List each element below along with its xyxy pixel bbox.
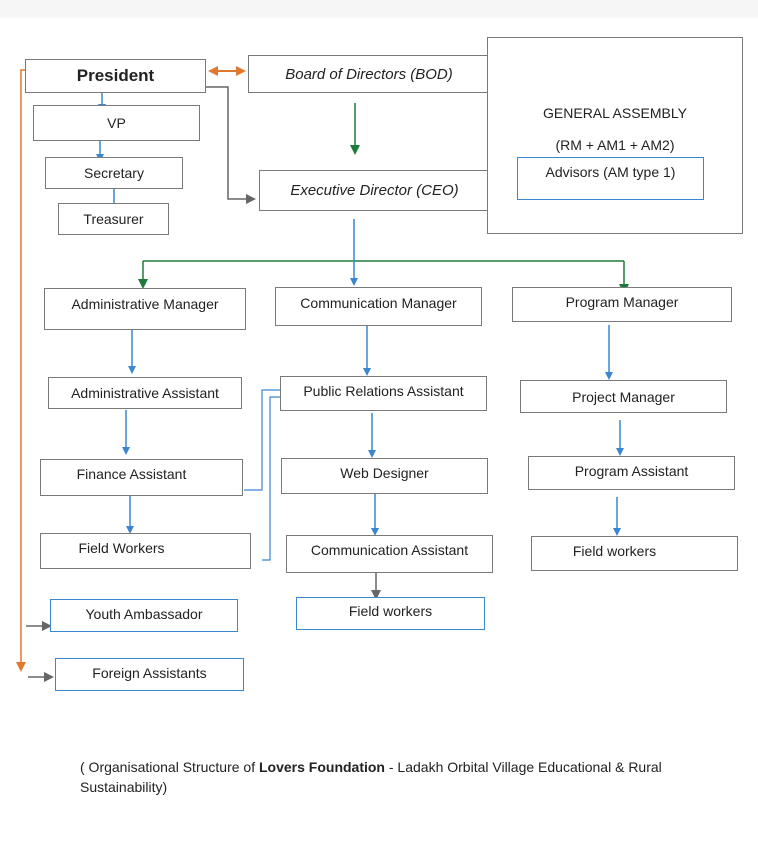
foreign-assistants-box: Foreign Assistants [55,658,244,691]
secretary-label: Secretary [84,165,144,181]
finance-assistant-box: Finance Assistant [40,459,243,496]
general-assembly-box: GENERAL ASSEMBLY (RM + AM1 + AM2) [487,37,743,234]
project-manager-box: Project Manager [520,380,727,413]
field-workers-comm-box: Field workers [296,597,485,630]
finance-assistant-label: Finance Assistant [76,466,187,482]
field-workers-admin-label: Field Workers [78,540,165,556]
project-manager-label: Project Manager [572,388,675,405]
comm-assistant-label: Communication Assistant [310,542,469,558]
program-manager-box: Program Manager [512,287,732,322]
program-manager-label: Program Manager [565,294,679,310]
president-label: President [76,66,155,85]
comm-manager-box: Communication Manager [275,287,482,326]
chart-caption: ( Organisational Structure of Lovers Fou… [80,757,680,797]
program-assistant-label: Program Assistant [574,463,689,479]
admin-assistant-box: Administrative Assistant [48,377,242,409]
field-workers-comm-label: Field workers [348,603,433,619]
admin-manager-label: Administrative Manager [71,296,219,312]
field-workers-admin-box: Field Workers [40,533,251,569]
secretary-box: Secretary [45,157,183,189]
president-side-line [16,69,26,672]
ceo-box: Executive Director (CEO) [259,170,490,211]
general-assembly-members: (RM + AM1 + AM2) [555,137,675,153]
president-ceo-line [206,86,256,204]
advisors-label: Advisors (AM type 1) [545,164,676,180]
comm-manager-label: Communication Manager [300,295,457,311]
pr-assistant-label: Public Relations Assistant [303,383,464,399]
top-band [0,0,758,18]
program-assistant-box: Program Assistant [528,456,735,490]
president-box: President [25,59,206,93]
admin-manager-box: Administrative Manager [44,288,246,330]
treasurer-box: Treasurer [58,203,169,235]
caption-org-name: Lovers Foundation [258,759,385,775]
vp-label: VP [107,115,126,131]
web-designer-box: Web Designer [281,458,488,494]
web-designer-label: Web Designer [340,465,429,481]
foreign-assistants-label: Foreign Assistants [92,665,207,681]
pr-bracket-fieldworkers [262,396,280,561]
field-workers-program-label: Field workers [572,543,657,559]
pr-bracket-finance [244,389,280,491]
treasurer-label: Treasurer [83,211,144,227]
advisors-box: Advisors (AM type 1) [517,157,704,200]
youth-ambassador-label: Youth Ambassador [85,606,203,622]
pr-assistant-box: Public Relations Assistant [280,376,487,411]
general-assembly-title: GENERAL ASSEMBLY [543,105,687,121]
bod-label: Board of Directors (BOD) [285,65,453,83]
caption-suffix: - Ladakh Orbital Village Educational & R… [80,759,662,795]
vp-box: VP [33,105,200,141]
comm-assistant-box: Communication Assistant [286,535,493,573]
caption-prefix: ( Organisational Structure of [80,759,259,775]
bod-box: Board of Directors (BOD) [248,55,490,93]
admin-assistant-label: Administrative Assistant [71,385,219,401]
youth-ambassador-box: Youth Ambassador [50,599,238,632]
field-workers-program-box: Field workers [531,536,738,571]
ceo-label: Executive Director (CEO) [290,182,459,199]
